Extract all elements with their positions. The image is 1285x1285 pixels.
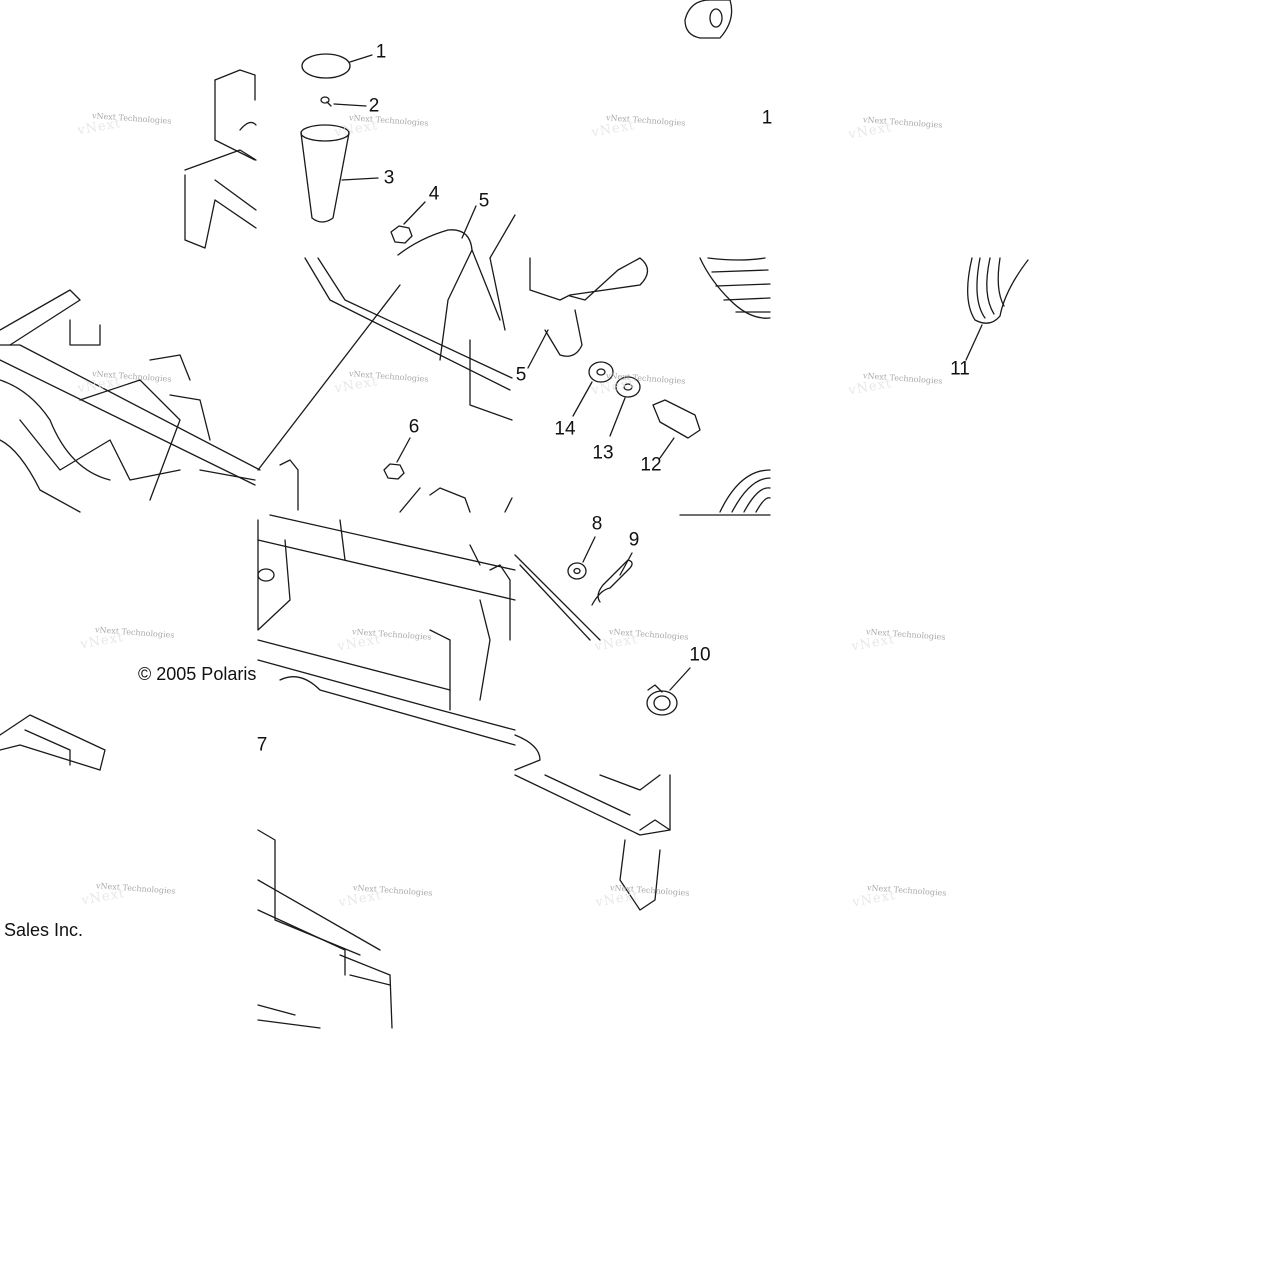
clip-part-9 — [591, 552, 633, 606]
copyright-part-b: Sales Inc. — [4, 920, 84, 940]
callout-7: 7 — [256, 734, 268, 756]
callout-6: 6 — [408, 416, 420, 438]
frame-upper-left — [184, 69, 257, 249]
frame-left — [0, 289, 299, 513]
roller-part — [684, 0, 733, 39]
callout-11: 11 — [950, 358, 970, 380]
callout-10: 10 — [689, 644, 711, 666]
frame-upper-center — [304, 214, 516, 421]
frame-bottom-center — [257, 829, 393, 1029]
shift-bracket-part — [257, 205, 501, 471]
callout-12: 12 — [640, 454, 662, 476]
frame-lower-right — [514, 734, 671, 911]
tire-part — [679, 469, 771, 516]
callout-5-top: 5 — [478, 190, 490, 212]
mount-plate-part — [527, 257, 649, 369]
spring-part — [699, 257, 771, 319]
bolt-part-12 — [652, 399, 701, 459]
callout-2: 2 — [368, 95, 380, 117]
washer-part-8 — [567, 536, 596, 580]
callout-4: 4 — [428, 183, 440, 205]
callout-13: 13 — [592, 442, 614, 464]
callout-1-right: 1 — [761, 107, 773, 129]
nut-part-6 — [383, 437, 411, 480]
callout-1: 1 — [375, 41, 387, 63]
screw-part — [320, 96, 367, 107]
cap-part — [301, 53, 373, 79]
frame-lower-left — [0, 714, 106, 771]
clamp-part-10 — [646, 667, 691, 716]
frame-center — [257, 514, 516, 746]
callout-9: 9 — [628, 529, 640, 551]
hose-part — [965, 257, 1029, 361]
callout-14: 14 — [554, 418, 576, 440]
copyright-part-a: © 2005 Polaris — [138, 664, 257, 684]
tie-rod-part — [514, 554, 601, 641]
callout-8: 8 — [591, 513, 603, 535]
nut-part-4 — [390, 201, 426, 244]
callout-3: 3 — [383, 167, 395, 189]
bolt-part-lower — [399, 487, 513, 513]
callout-5-plate: 5 — [515, 364, 527, 386]
